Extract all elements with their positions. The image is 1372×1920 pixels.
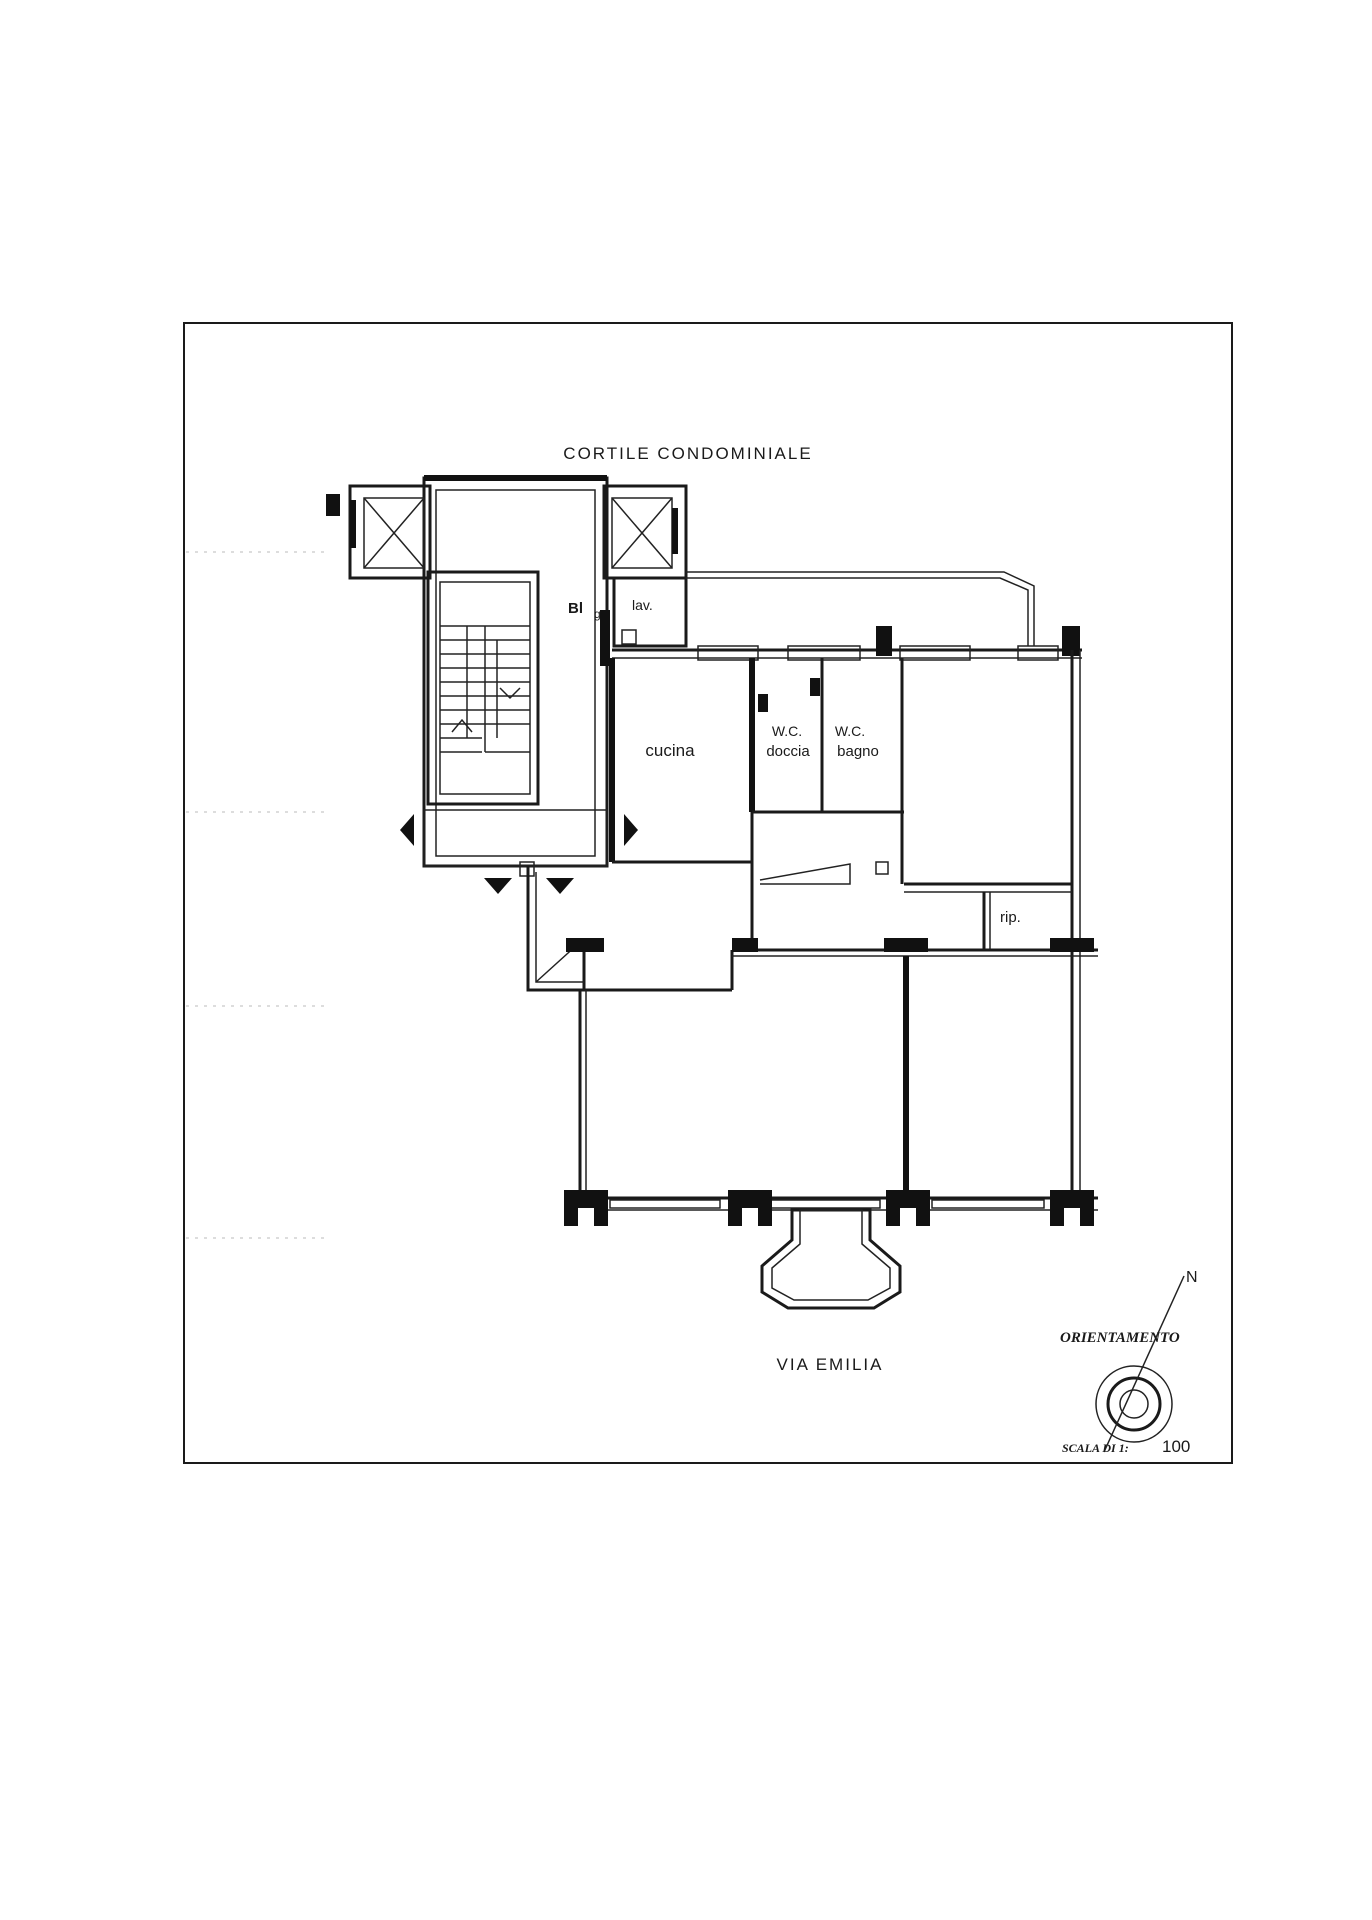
scale-value: 100 [1162, 1437, 1190, 1456]
entrance-hall [526, 866, 1098, 992]
kitchen-label: cucina [645, 741, 695, 760]
top-balcony-rail [686, 571, 1035, 646]
wc-bath-label-2: bagno [837, 743, 879, 760]
kitchen-and-wc [612, 658, 904, 884]
bay-balcony [760, 1208, 902, 1310]
north-label: N [1186, 1269, 1198, 1286]
apartment-walls [609, 626, 1082, 1200]
laundry-label: lav. [632, 597, 653, 613]
scale-prefix: SCALA DI 1: [1062, 1441, 1129, 1455]
orientation-label: ORIENTAMENTO [1060, 1330, 1180, 1346]
lower-rooms [564, 956, 1098, 1226]
stair-core [326, 475, 688, 894]
laundry-room [612, 576, 688, 648]
elevator-left [348, 484, 432, 580]
wc-shower-label-2: doccia [766, 743, 810, 760]
wc-bath-label-1: W.C. [835, 723, 865, 739]
storage-label: rip. [1000, 909, 1021, 926]
stair-sub-label: g [594, 607, 601, 621]
drawing-frame [183, 322, 1233, 1464]
stair-code-label: Bl [568, 600, 583, 617]
corridor [750, 812, 1072, 950]
street-label: VIA EMILIA [777, 1355, 884, 1374]
scan-marks [186, 551, 330, 1239]
north-arrow-icon [1103, 1275, 1185, 1453]
courtyard-label: CORTILE CONDOMINIALE [563, 444, 812, 463]
wc-shower-label-1: W.C. [772, 723, 802, 739]
compass [1095, 1275, 1185, 1453]
